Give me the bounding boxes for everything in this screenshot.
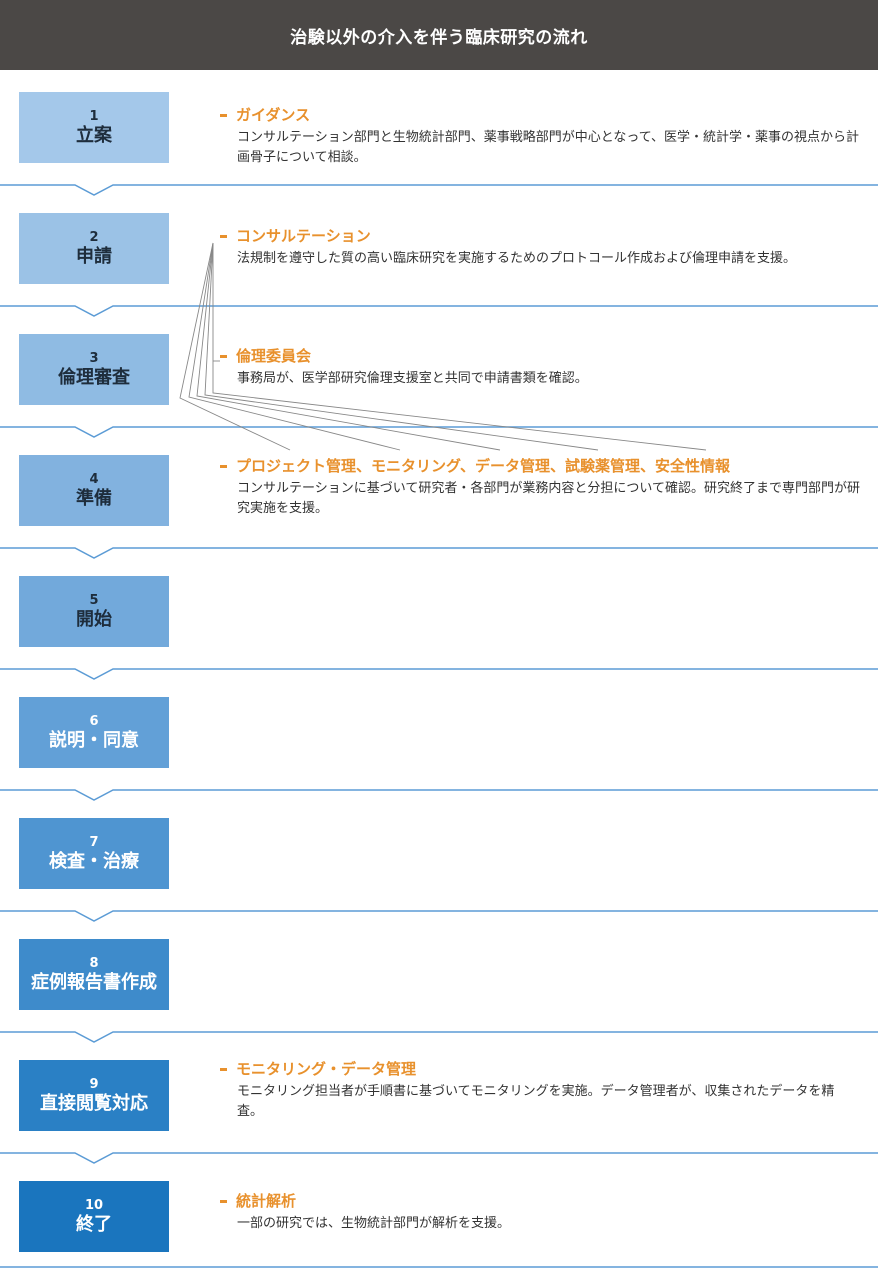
description-body: 法規制を遵守した質の高い臨床研究を実施するためのプロトコール作成および倫理申請を…	[237, 251, 797, 266]
step-label: 検査・治療	[49, 850, 139, 872]
step-box-10: 10 終了	[19, 1181, 169, 1252]
step-separator	[0, 305, 878, 317]
step-box-5: 5 開始	[19, 576, 169, 647]
step-box-8: 8 症例報告書作成	[19, 939, 169, 1010]
step-number: 1	[89, 108, 99, 124]
step-box-1: 1 立案	[19, 92, 169, 163]
step-separator	[0, 426, 878, 438]
description-title: ガイダンス	[220, 105, 860, 125]
step-label: 準備	[76, 487, 112, 509]
step-separator	[0, 1152, 878, 1164]
dash-icon	[220, 354, 227, 358]
step-number: 10	[84, 1197, 104, 1213]
step-number: 8	[89, 955, 99, 971]
step-separator	[0, 668, 878, 680]
description-title: モニタリング・データ管理	[220, 1059, 860, 1079]
description-title: 統計解析	[220, 1191, 860, 1211]
description-body: 一部の研究では、生物統計部門が解析を支援。	[237, 1216, 511, 1231]
step-box-3: 3 倫理審査	[19, 334, 169, 405]
step-label: 直接閲覧対応	[40, 1092, 148, 1114]
step-number: 6	[89, 713, 99, 729]
step-separator	[0, 1031, 878, 1043]
description-statistics: 統計解析 一部の研究では、生物統計部門が解析を支援。	[220, 1191, 860, 1234]
step-label: 立案	[76, 124, 112, 146]
step-separator	[0, 910, 878, 922]
description-guidance: ガイダンス コンサルテーション部門と生物統計部門、薬事戦略部門が中心となって、医…	[220, 105, 860, 168]
step-label: 申請	[76, 245, 112, 267]
step-number: 3	[89, 350, 99, 366]
step-label: 倫理審査	[58, 366, 130, 388]
step-number: 7	[89, 834, 99, 850]
description-title: プロジェクト管理、モニタリング、データ管理、試験薬管理、安全性情報	[220, 456, 860, 476]
step-box-2: 2 申請	[19, 213, 169, 284]
dash-icon	[220, 113, 227, 117]
description-body: モニタリング担当者が手順書に基づいてモニタリングを実施。データ管理者が、収集され…	[237, 1084, 835, 1119]
step-separator	[0, 184, 878, 196]
dash-icon	[220, 1067, 227, 1071]
connector-line	[188, 242, 401, 451]
description-title: 倫理委員会	[220, 346, 860, 366]
step-number: 2	[89, 229, 99, 245]
step-number: 5	[89, 592, 99, 608]
description-body: コンサルテーション部門と生物統計部門、薬事戦略部門が中心となって、医学・統計学・…	[237, 130, 860, 165]
dash-icon	[220, 1199, 227, 1203]
step-label: 症例報告書作成	[31, 971, 157, 993]
step-separator	[0, 789, 878, 801]
description-title: コンサルテーション	[220, 226, 860, 246]
description-body: コンサルテーションに基づいて研究者・各部門が業務内容と分担について確認。研究終了…	[237, 481, 860, 516]
description-consultation: コンサルテーション 法規制を遵守した質の高い臨床研究を実施するためのプロトコール…	[220, 226, 860, 269]
step-box-9: 9 直接閲覧対応	[19, 1060, 169, 1131]
connector-line	[179, 242, 291, 451]
step-label: 終了	[76, 1213, 112, 1235]
step-number: 4	[89, 471, 99, 487]
step-label: 説明・同意	[49, 729, 139, 751]
step-label: 開始	[76, 608, 112, 630]
step-separator	[0, 547, 878, 559]
description-body: 事務局が、医学部研究倫理支援室と共同で申請書類を確認。	[237, 371, 588, 386]
step-box-4: 4 準備	[19, 455, 169, 526]
step-separator-final	[0, 1266, 878, 1268]
description-monitoring: モニタリング・データ管理 モニタリング担当者が手順書に基づいてモニタリングを実施…	[220, 1059, 860, 1122]
step-box-7: 7 検査・治療	[19, 818, 169, 889]
step-number: 9	[89, 1076, 99, 1092]
connector-line	[196, 242, 501, 451]
dash-icon	[220, 234, 227, 238]
connector-line	[212, 243, 707, 451]
step-box-6: 6 説明・同意	[19, 697, 169, 768]
description-ethics-committee: 倫理委員会 事務局が、医学部研究倫理支援室と共同で申請書類を確認。	[220, 346, 860, 389]
page-title: 治験以外の介入を伴う臨床研究の流れ	[0, 0, 878, 70]
dash-icon	[220, 464, 227, 468]
connector-line	[204, 242, 599, 451]
description-project-management: プロジェクト管理、モニタリング、データ管理、試験薬管理、安全性情報 コンサルテー…	[220, 456, 860, 519]
